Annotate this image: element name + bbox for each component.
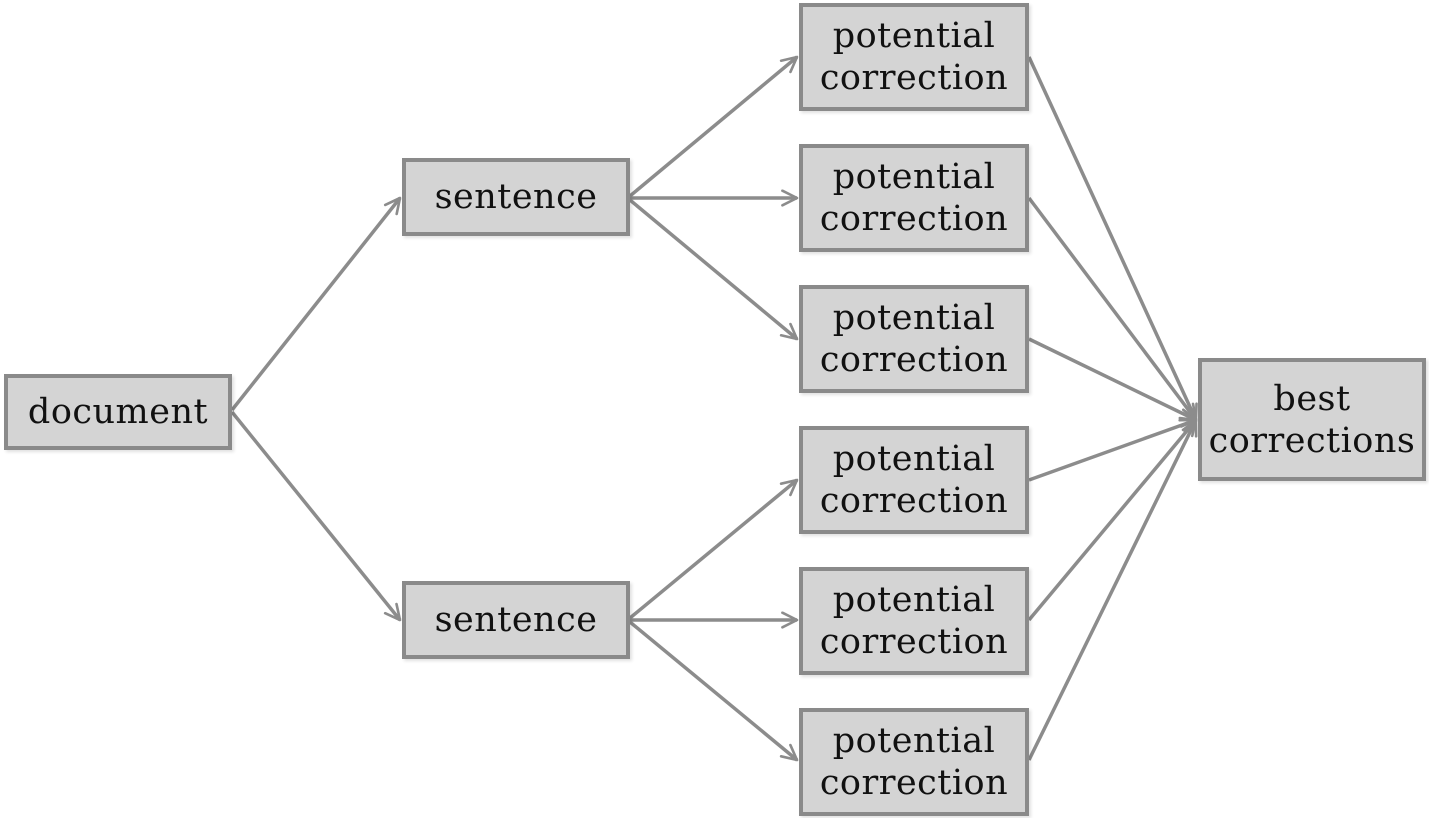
sentence-node-2: sentence (402, 581, 630, 659)
arrow-sentence-2-to-correction-4 (628, 478, 799, 620)
arrow-document-to-sentence-2 (230, 410, 402, 622)
arrow-sentence-1-to-correction-1 (628, 55, 799, 198)
arrow-correction-5-to-best (1027, 418, 1198, 622)
document-label: document (27, 392, 209, 432)
correction-label-line2: correction (819, 481, 1009, 521)
arrow-correction-1-to-best (1027, 56, 1198, 422)
best-label-line2: corrections (1208, 420, 1416, 461)
arrow-correction-3-to-best (1028, 337, 1198, 422)
arrow-document-to-sentence-1 (230, 196, 402, 412)
correction-label-line1: potential (832, 157, 996, 197)
arrow-correction-6-to-best (1027, 418, 1198, 761)
potential-correction-node-5: potential correction (799, 567, 1029, 675)
potential-correction-node-1: potential correction (799, 3, 1029, 111)
correction-label-line2: correction (819, 58, 1009, 98)
correction-label-line1: potential (832, 439, 996, 479)
potential-correction-node-2: potential correction (799, 144, 1029, 252)
correction-label-line2: correction (819, 622, 1009, 662)
correction-label-line2: correction (819, 199, 1009, 239)
best-label-line1: best (1273, 378, 1351, 419)
sentence-label: sentence (434, 177, 598, 217)
correction-label-line1: potential (832, 721, 996, 761)
best-corrections-node: best corrections (1198, 358, 1426, 481)
correction-label-line1: potential (832, 298, 996, 338)
correction-label-line1: potential (832, 580, 996, 620)
arrow-sentence-1-to-correction-3 (628, 198, 799, 341)
arrow-correction-2-to-best (1027, 196, 1198, 422)
correction-label-line2: correction (819, 763, 1009, 803)
potential-correction-node-4: potential correction (799, 426, 1029, 534)
potential-correction-node-6: potential correction (799, 708, 1029, 816)
sentence-node-1: sentence (402, 158, 630, 236)
arrow-sentence-2-to-correction-6 (628, 620, 799, 762)
document-node: document (4, 374, 232, 450)
correction-label-line1: potential (832, 16, 996, 56)
potential-correction-node-3: potential correction (799, 285, 1029, 393)
sentence-label: sentence (434, 600, 598, 640)
correction-label-line2: correction (819, 340, 1009, 380)
arrow-correction-4-to-best (1028, 416, 1198, 482)
